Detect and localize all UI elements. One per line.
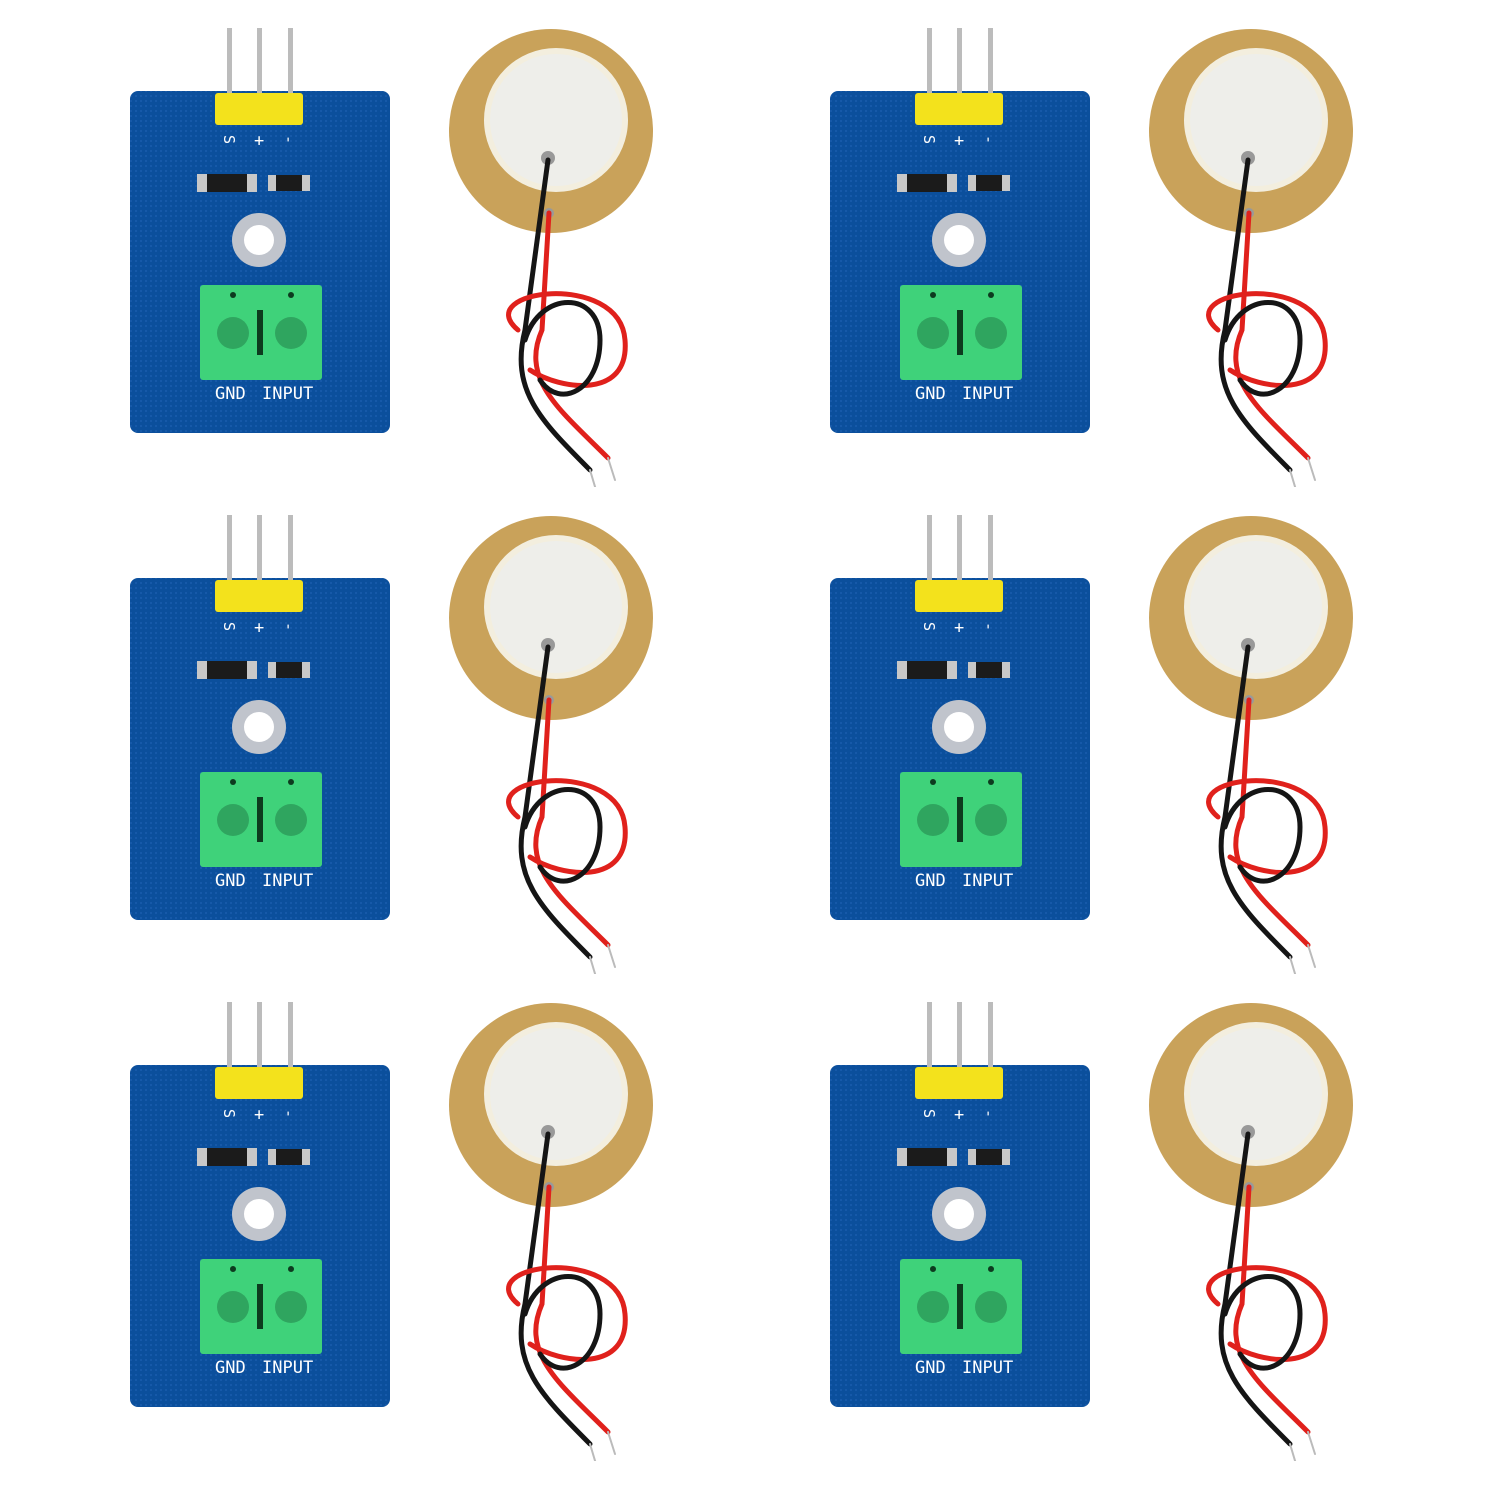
piezo-sensor-kit: S + - GND INPUT xyxy=(0,0,700,487)
screw-terminal xyxy=(200,1259,322,1354)
pin-label-gnd: - xyxy=(280,621,299,632)
lead-wires xyxy=(506,157,628,487)
pin-label-signal: S xyxy=(920,1108,939,1119)
screw-terminal xyxy=(900,1259,1022,1354)
pin-header xyxy=(215,28,303,125)
terminal-label-gnd: GND xyxy=(915,871,946,891)
mounting-hole xyxy=(932,213,986,267)
smd-components xyxy=(197,1148,310,1166)
piezo-disc xyxy=(449,1003,653,1207)
mounting-hole xyxy=(932,700,986,754)
pin-header xyxy=(915,28,1003,125)
screw-terminal xyxy=(200,772,322,867)
lead-wires xyxy=(1206,1131,1328,1461)
mounting-hole xyxy=(232,1187,286,1241)
piezo-disc xyxy=(449,516,653,720)
smd-components xyxy=(897,174,1010,192)
pin-label-vcc: + xyxy=(954,1105,965,1125)
pin-header xyxy=(915,515,1003,612)
mounting-hole xyxy=(232,213,286,267)
pin-header xyxy=(915,1002,1003,1099)
pin-label-gnd: - xyxy=(280,134,299,145)
smd-components xyxy=(197,661,310,679)
pin-label-vcc: + xyxy=(254,1105,265,1125)
piezo-disc xyxy=(1149,516,1353,720)
terminal-label-gnd: GND xyxy=(215,384,246,404)
smd-components xyxy=(897,661,1010,679)
terminal-label-input: INPUT xyxy=(962,871,1014,891)
pin-header xyxy=(215,1002,303,1099)
pin-label-signal: S xyxy=(920,134,939,145)
pin-header xyxy=(215,515,303,612)
mounting-hole xyxy=(932,1187,986,1241)
pin-label-gnd: - xyxy=(980,134,999,145)
terminal-label-input: INPUT xyxy=(262,1358,314,1378)
lead-wires xyxy=(1206,644,1328,974)
terminal-label-input: INPUT xyxy=(962,384,1014,404)
terminal-label-gnd: GND xyxy=(915,384,946,404)
piezo-sensor-kit: S + - GND INPUT xyxy=(700,487,1400,974)
piezo-disc xyxy=(449,29,653,233)
terminal-label-input: INPUT xyxy=(262,384,314,404)
pin-label-vcc: + xyxy=(954,131,965,151)
screw-terminal xyxy=(900,285,1022,380)
pin-label-vcc: + xyxy=(254,131,265,151)
piezo-disc xyxy=(1149,1003,1353,1207)
mounting-hole xyxy=(232,700,286,754)
smd-components xyxy=(897,1148,1010,1166)
lead-wires xyxy=(506,1131,628,1461)
piezo-disc xyxy=(1149,29,1353,233)
pin-label-signal: S xyxy=(920,621,939,632)
terminal-label-gnd: GND xyxy=(215,871,246,891)
terminal-label-gnd: GND xyxy=(215,1358,246,1378)
screw-terminal xyxy=(200,285,322,380)
terminal-label-input: INPUT xyxy=(262,871,314,891)
pin-label-gnd: - xyxy=(280,1108,299,1119)
piezo-sensor-kit: S + - GND INPUT xyxy=(700,974,1400,1461)
smd-components xyxy=(197,174,310,192)
pin-label-signal: S xyxy=(220,621,239,632)
piezo-sensor-kit: S + - GND INPUT xyxy=(700,0,1400,487)
terminal-label-gnd: GND xyxy=(915,1358,946,1378)
lead-wires xyxy=(1206,157,1328,487)
pin-label-gnd: - xyxy=(980,621,999,632)
pin-label-vcc: + xyxy=(954,618,965,638)
screw-terminal xyxy=(900,772,1022,867)
pin-label-signal: S xyxy=(220,134,239,145)
pin-label-gnd: - xyxy=(980,1108,999,1119)
piezo-sensor-kit: S + - GND INPUT xyxy=(0,974,700,1461)
terminal-label-input: INPUT xyxy=(962,1358,1014,1378)
lead-wires xyxy=(506,644,628,974)
pin-label-vcc: + xyxy=(254,618,265,638)
piezo-sensor-kit: S + - GND INPUT xyxy=(0,487,700,974)
pin-label-signal: S xyxy=(220,1108,239,1119)
